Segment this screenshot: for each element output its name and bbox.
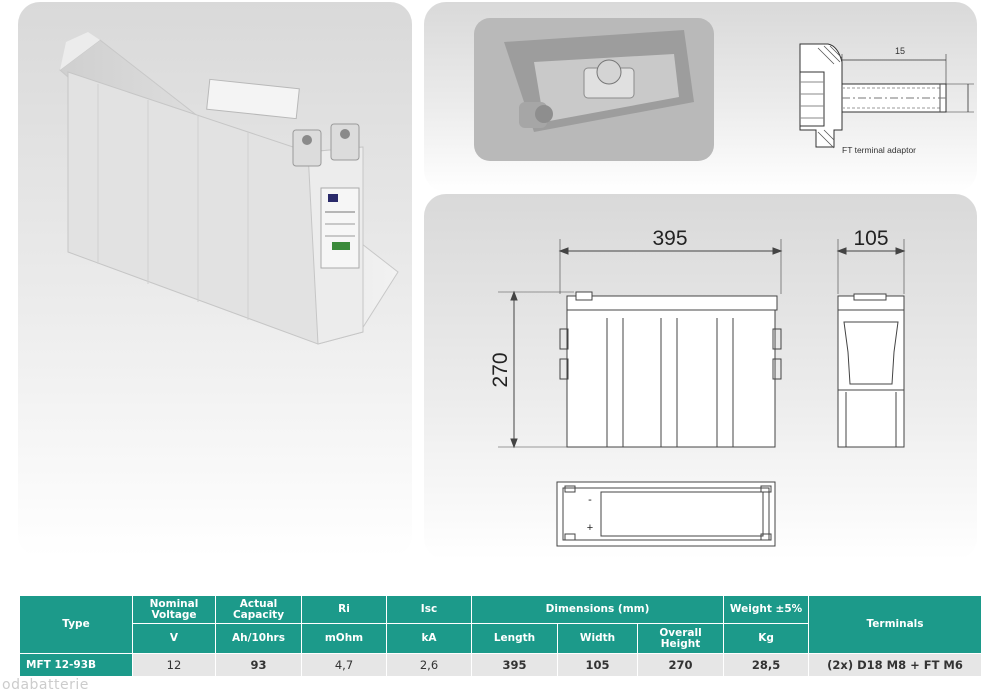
terminal-detail-figure: 15 M6 FT terminal adaptor (474, 18, 974, 161)
unit-voltage: V (132, 623, 216, 654)
col-dimensions: Dimensions (mm) (470, 595, 725, 624)
cell-height: 270 (636, 653, 725, 677)
dim-395-label: 395 (652, 227, 687, 250)
adaptor-caption: FT terminal adaptor (842, 145, 916, 155)
col-terminals: Terminals (808, 595, 983, 654)
col-nominal-voltage: Nominal Voltage (132, 595, 216, 624)
cell-isc: 2,6 (386, 653, 472, 677)
battery-photo (59, 32, 399, 345)
col-width: Width (557, 623, 638, 654)
cell-weight: 28,5 (723, 653, 810, 677)
dim-270-label: 270 (489, 352, 512, 387)
watermark: odabatterie (2, 677, 89, 693)
terminal-detail-panel: 15 M6 FT terminal adaptor (424, 2, 977, 192)
cell-width: 105 (557, 653, 638, 677)
unit-weight: Kg (723, 623, 810, 654)
terminal-adaptor-drawing: 15 M6 FT terminal adaptor (799, 43, 974, 155)
front-view (559, 291, 782, 448)
col-length: Length (471, 623, 558, 654)
unit-ri: mOhm (301, 623, 387, 654)
cell-capacity: 93 (215, 653, 302, 677)
minus-terminal-label: - (588, 494, 592, 506)
dim-15-label: 15 (895, 46, 905, 56)
plus-terminal-label: + (587, 522, 593, 534)
top-view (556, 481, 776, 547)
col-overall-height: Overall Height (636, 623, 725, 654)
col-type: Type (19, 595, 133, 654)
dimension-drawing: 395 105 270 - + (489, 227, 906, 547)
col-isc: Isc (386, 595, 472, 624)
cell-terminals: (2x) D18 M8 + FT M6 (808, 653, 983, 677)
unit-isc: kA (386, 623, 472, 654)
dim-105-label: 105 (853, 227, 888, 250)
spec-table: Type Nominal Voltage Actual Capacity Ri … (19, 595, 983, 677)
product-photo-panel (18, 2, 412, 557)
col-weight: Weight ±5% (723, 595, 810, 624)
table-row: MFT 12-93B 12 93 4,7 2,6 395 105 270 28,… (19, 653, 983, 677)
cell-type: MFT 12-93B (19, 653, 133, 677)
cell-ri: 4,7 (301, 653, 387, 677)
cell-voltage: 12 (132, 653, 216, 677)
cell-length: 395 (471, 653, 558, 677)
col-actual-capacity: Actual Capacity (215, 595, 302, 624)
dimension-drawing-panel: 395 105 270 - + (424, 194, 977, 560)
unit-capacity: Ah/10hrs (215, 623, 302, 654)
col-ri: Ri (301, 595, 387, 624)
side-view (837, 293, 905, 448)
